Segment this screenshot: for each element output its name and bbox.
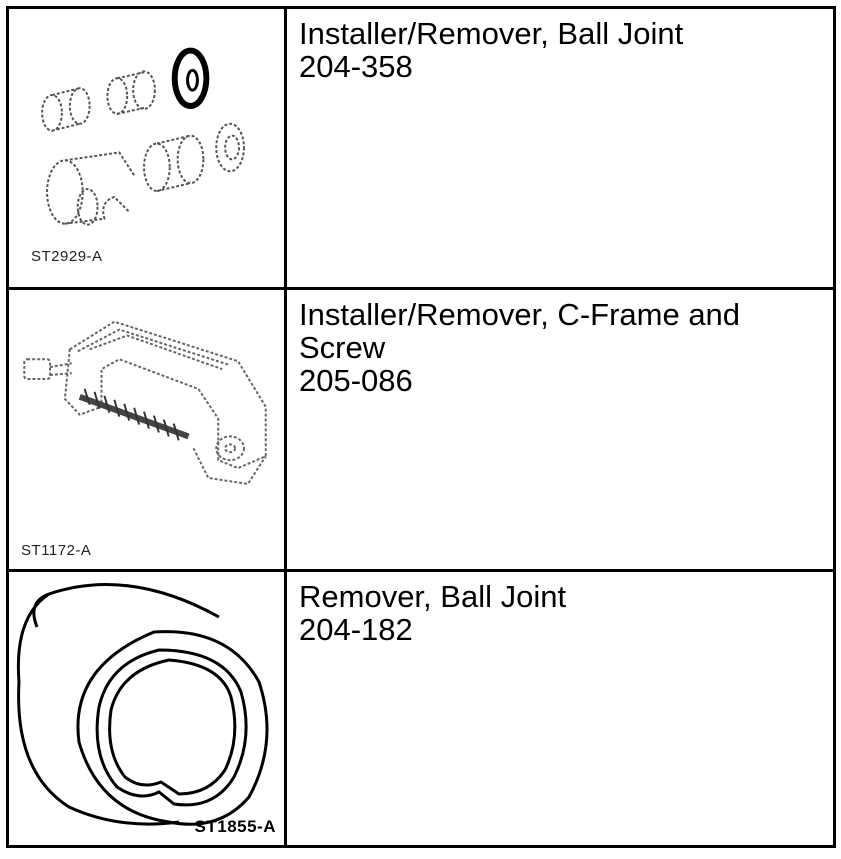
tool-image-cell: ST1172-A (9, 290, 287, 569)
tool-image-cell: ST2929-A (9, 9, 287, 287)
tool-part-number: 204-182 (299, 612, 413, 647)
figure-code: ST1172-A (21, 542, 92, 559)
figure-code: ST1855-A (194, 817, 276, 836)
figure-code: ST2929-A (31, 248, 103, 265)
tool-row: ST2929-A Installer/Remover, Ball Joint 2… (9, 9, 833, 290)
tool-name-line-1: Installer/Remover, C-Frame and (299, 297, 741, 332)
tool-table: ST2929-A Installer/Remover, Ball Joint 2… (6, 6, 836, 848)
tool-name: Installer/Remover, Ball Joint (299, 16, 684, 51)
tool-name: Remover, Ball Joint (299, 579, 567, 614)
tool-image-cell: ST1855-A (9, 572, 287, 845)
tool-row: ST1172-A Installer/Remover, C-Frame and … (9, 290, 833, 572)
c-frame-and-screw-illustration (23, 320, 267, 485)
tool-name-line-2: Screw (299, 330, 386, 365)
ball-joint-remover-cup-illustration (16, 583, 269, 826)
tool-description-cell: Installer/Remover, Ball Joint 204-358 (287, 9, 833, 287)
ball-joint-installer-kit-illustration (41, 47, 245, 226)
tool-row: ST1855-A Remover, Ball Joint 204-182 (9, 572, 833, 845)
tool-part-number: 204-358 (299, 49, 413, 84)
tool-description-cell: Installer/Remover, C-Frame and Screw 205… (287, 290, 833, 569)
tool-part-number: 205-086 (299, 363, 413, 398)
tool-description-cell: Remover, Ball Joint 204-182 (287, 572, 833, 845)
